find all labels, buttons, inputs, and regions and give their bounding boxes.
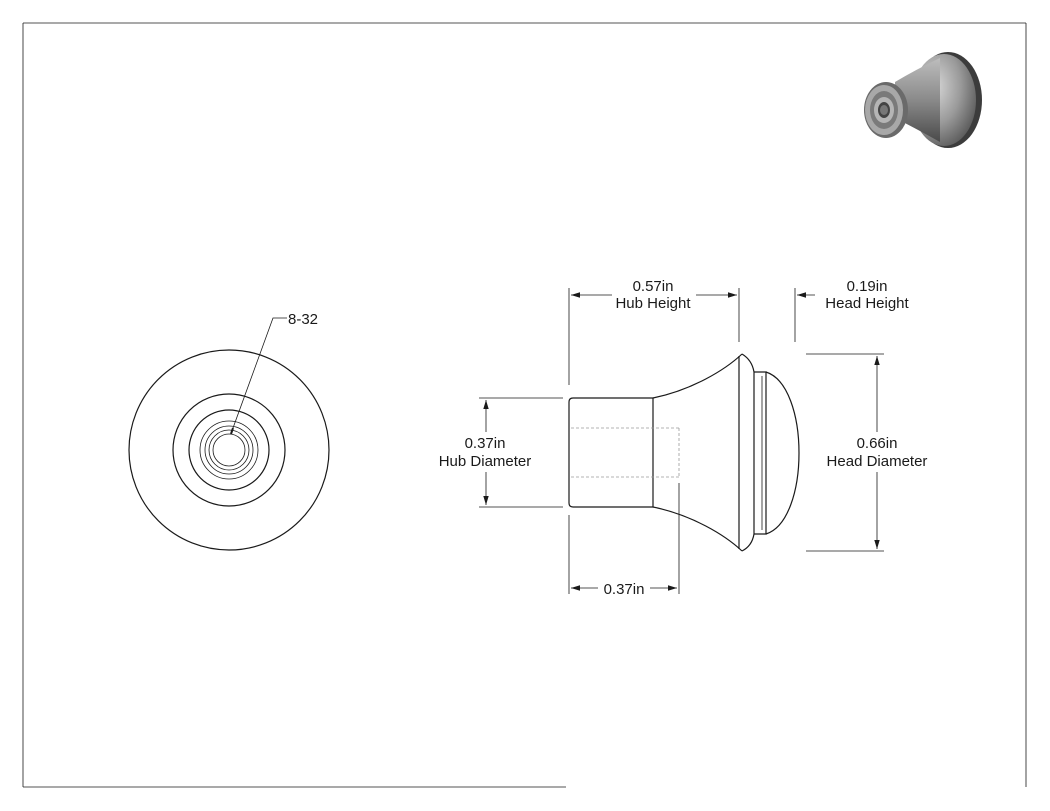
front-view: 8-32 (128, 311, 330, 551)
head-height-label: Head Height (825, 295, 909, 312)
isometric-preview (864, 52, 982, 148)
hub-diameter-label: Hub Diameter (439, 453, 532, 470)
thread-callout: 8-32 (288, 311, 318, 328)
hub-diameter-value: 0.37in (465, 435, 506, 452)
dim-thread-depth: 0.37in (568, 483, 680, 598)
head-diameter-label: Head Diameter (827, 453, 928, 470)
side-view (568, 353, 800, 552)
sheet-border (22, 22, 1027, 788)
dim-hub-diameter: 0.37in Hub Diameter (439, 397, 563, 508)
head-diameter-value: 0.66in (857, 435, 898, 452)
dim-hub-height: 0.57in Hub Height (568, 278, 740, 385)
dim-head-height: 0.19in Head Height (794, 278, 910, 342)
hub-height-value: 0.57in (633, 278, 674, 295)
head-height-value: 0.19in (847, 278, 888, 295)
hub-height-label: Hub Height (615, 295, 691, 312)
thread-depth-value: 0.37in (604, 581, 645, 598)
dim-head-diameter: 0.66in Head Diameter (806, 353, 928, 552)
